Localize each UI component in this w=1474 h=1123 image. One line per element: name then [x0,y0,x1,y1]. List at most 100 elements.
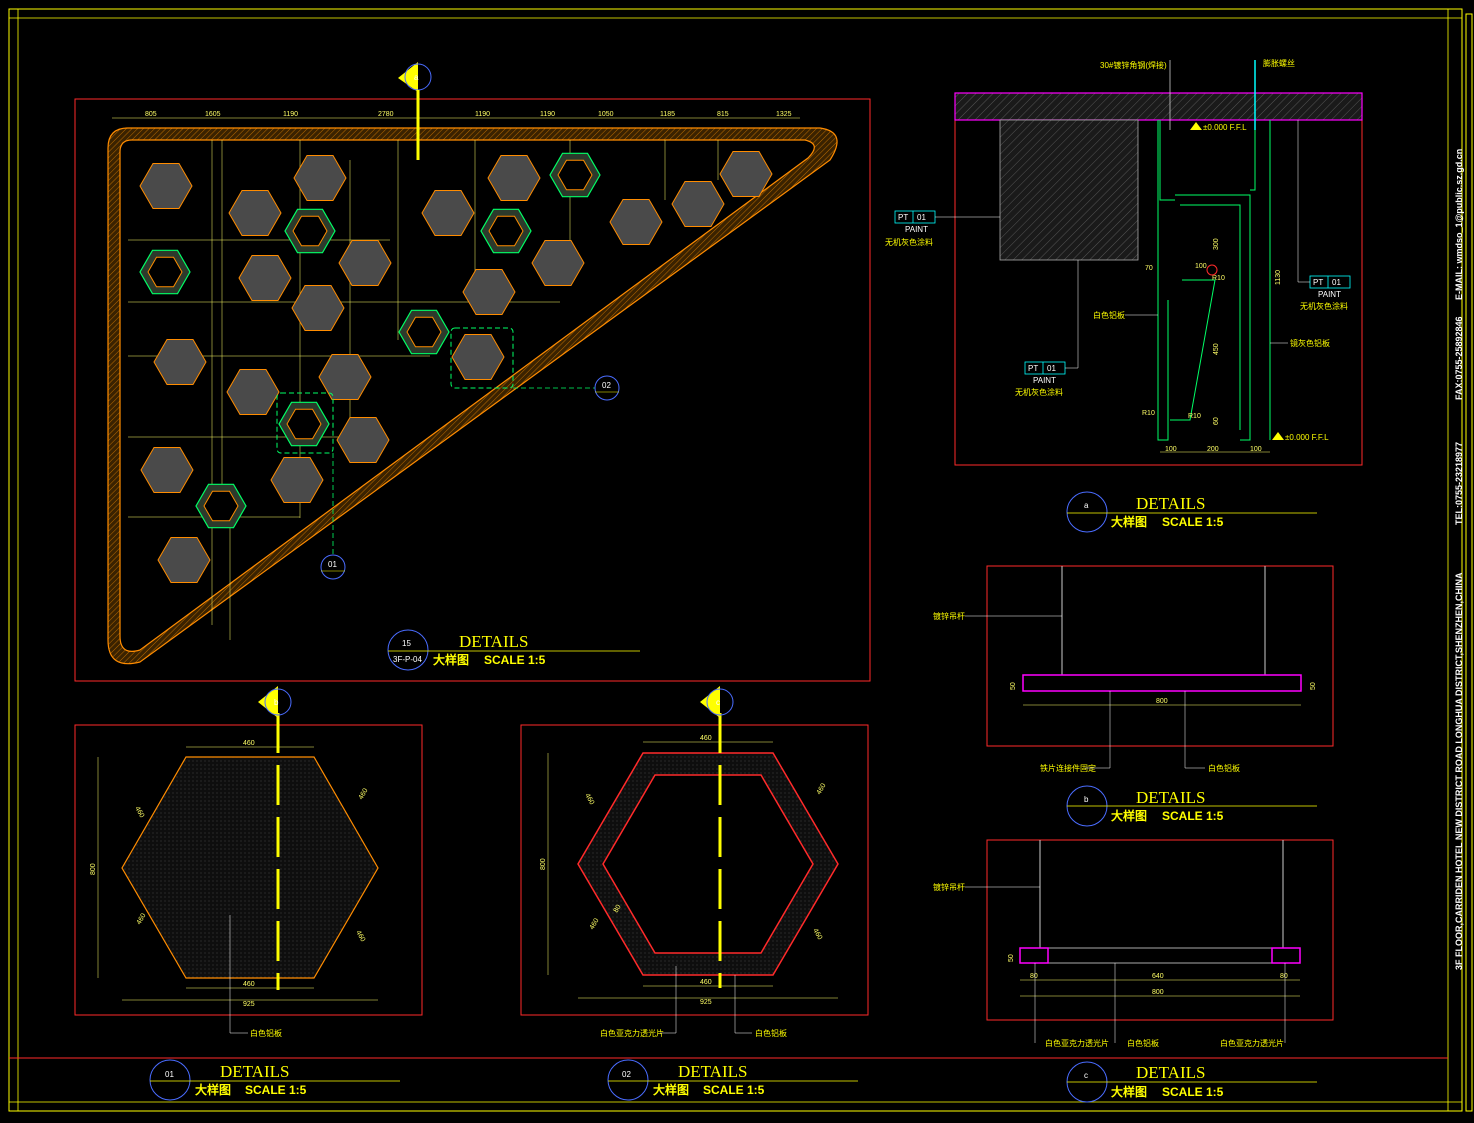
paint-tag-2: PT 01 PAINT 无机灰色涂料 [1015,260,1079,397]
svg-text:a: a [1084,501,1089,510]
section-marker-b[interactable]: b [258,686,292,718]
label-light-right: 白色亚克力透光片 [1220,1038,1284,1048]
label-hex02-left: 白色亚克力透光片 [600,1028,664,1038]
svg-text:SCALE 1:5: SCALE 1:5 [245,1083,307,1097]
svg-text:DETAILS: DETAILS [220,1062,289,1081]
callout-box-02 [450,327,514,389]
title-block: E-MAIL: wmdso_1@public.sz.gd.cn FAX:0755… [1454,149,1464,970]
svg-text:R10: R10 [1142,410,1155,417]
section-marker-a[interactable]: a [398,62,432,160]
hex-panel-solid [318,354,372,400]
svg-text:460: 460 [811,928,823,942]
hex-panel-ring-inner [557,159,593,191]
paint-tag-1: PT 01 PAINT 无机灰色涂料 [885,210,1000,247]
svg-text:01: 01 [1047,364,1056,373]
dim-label: 2780 [378,111,394,118]
triangle-frame-inner [119,139,815,652]
hexagon-panels [139,151,773,583]
svg-text:PT: PT [1028,364,1038,373]
svg-text:SCALE 1:5: SCALE 1:5 [1162,515,1224,529]
detail-subtitle-cn: 大样图 [433,652,469,667]
hex-panel-solid [671,181,725,227]
hex-panel-solid [421,190,475,236]
dim-label: 1050 [598,111,614,118]
svg-text:PAINT: PAINT [1033,376,1056,385]
svg-text:无机灰色涂料: 无机灰色涂料 [1015,387,1063,397]
label-reveal: 镜灰色铝板 [1290,338,1330,348]
hex-panel-solid [462,269,516,315]
fax-text: FAX:0755-25892846 [1454,316,1464,400]
svg-text:640: 640 [1152,973,1164,980]
svg-text:460: 460 [136,912,148,926]
svg-text:DETAILS: DETAILS [1136,788,1205,807]
label-top-right: 膨胀螺丝 [1263,58,1295,68]
svg-text:50: 50 [1008,954,1015,962]
hex-01-detail: 460 460 925 800 460 460 460 460 白色铝板 b 0… [74,686,423,1101]
svg-text:80: 80 [1030,973,1038,980]
svg-text:大样图: 大样图 [653,1082,689,1097]
hex-panel-ring-inner [147,256,183,288]
hex-panel-ring-inner [488,215,524,247]
svg-text:60: 60 [1213,417,1220,425]
hex-panel-solid [338,240,392,286]
hex-panel-solid [238,255,292,301]
hex-panel-ring-inner [286,408,322,440]
hex-02-title: 02 DETAILS 大样图 SCALE 1:5 [607,1059,858,1101]
label-board-b: 白色铝板 [1208,763,1240,773]
svg-text:300: 300 [1213,238,1220,250]
address-text: 3F FLOOR,CARRIDEN HOTEL NEW DISTRICT ROA… [1454,572,1464,970]
hex-panel-solid [140,447,194,493]
detail-scale: SCALE 1:5 [484,653,546,667]
svg-text:SCALE 1:5: SCALE 1:5 [1162,1085,1224,1099]
email-text: E-MAIL: wmdso_1@public.sz.gd.cn [1454,149,1464,300]
sheet-border [8,8,1473,1112]
section-c-detail: 80 640 80 800 50 镀锌吊杆 白色亚克力透光片 白色铝板 白色亚克… [933,839,1334,1103]
ffl-label-top: ±0.000 F.F.L [1203,123,1247,132]
detail-sheet: 3F-P-04 [393,655,422,664]
svg-text:80: 80 [1280,973,1288,980]
label-fix: 铁片连接件固定 [1040,763,1096,773]
main-viewport [74,98,871,682]
hex-panel-solid [157,537,211,583]
svg-text:460: 460 [700,735,712,742]
hex-panel-ring-inner [203,490,239,522]
svg-text:PAINT: PAINT [905,225,928,234]
beam [999,119,1139,261]
detail-title: DETAILS [459,632,528,651]
dim-label: 1605 [205,111,221,118]
label-light-left: 白色亚克力透光片 [1045,1038,1109,1048]
detail-id: 15 [402,639,411,648]
dim-label: 1190 [475,111,490,118]
svg-text:b: b [1084,795,1089,804]
ffl-label-bottom: ±0.000 F.F.L [1285,433,1329,442]
callout-label: 02 [602,381,611,390]
label-top-left: 30#镀锌角钢(焊接) [1100,60,1167,70]
svg-text:无机灰色涂料: 无机灰色涂料 [1300,301,1348,311]
callout-marker-02[interactable]: 02 [594,375,620,401]
hex-panel-solid [153,339,207,385]
hex-panel-solid [293,155,347,201]
hex-panel-solid [226,369,280,415]
main-plan-detail: 805 1605 1190 2780 1190 1190 1050 1185 8… [74,62,871,682]
svg-text:460: 460 [583,793,595,807]
svg-text:925: 925 [243,1001,255,1008]
hex-panel-solid [531,240,585,286]
callout-marker-01[interactable]: 01 [320,554,346,580]
svg-text:800: 800 [540,858,547,870]
svg-text:PT: PT [898,213,908,222]
hex-01-title: 01 DETAILS 大样图 SCALE 1:5 [149,1059,400,1101]
svg-text:c: c [1084,1071,1088,1080]
dim-width: 800 [1156,698,1168,705]
svg-text:460: 460 [816,782,828,796]
svg-text:70: 70 [1145,265,1153,272]
svg-text:无机灰色涂料: 无机灰色涂料 [885,237,933,247]
svg-text:460: 460 [243,740,255,747]
section-marker-c[interactable]: c [700,686,734,718]
tel-text: TEL:0755-23218977 [1454,442,1464,525]
section-b-title: b DETAILS 大样图 SCALE 1:5 [1066,785,1317,827]
svg-text:200: 200 [1207,446,1219,453]
hex-panel-solid [291,285,345,331]
dim-label: 1185 [660,111,675,118]
svg-text:DETAILS: DETAILS [1136,1063,1205,1082]
